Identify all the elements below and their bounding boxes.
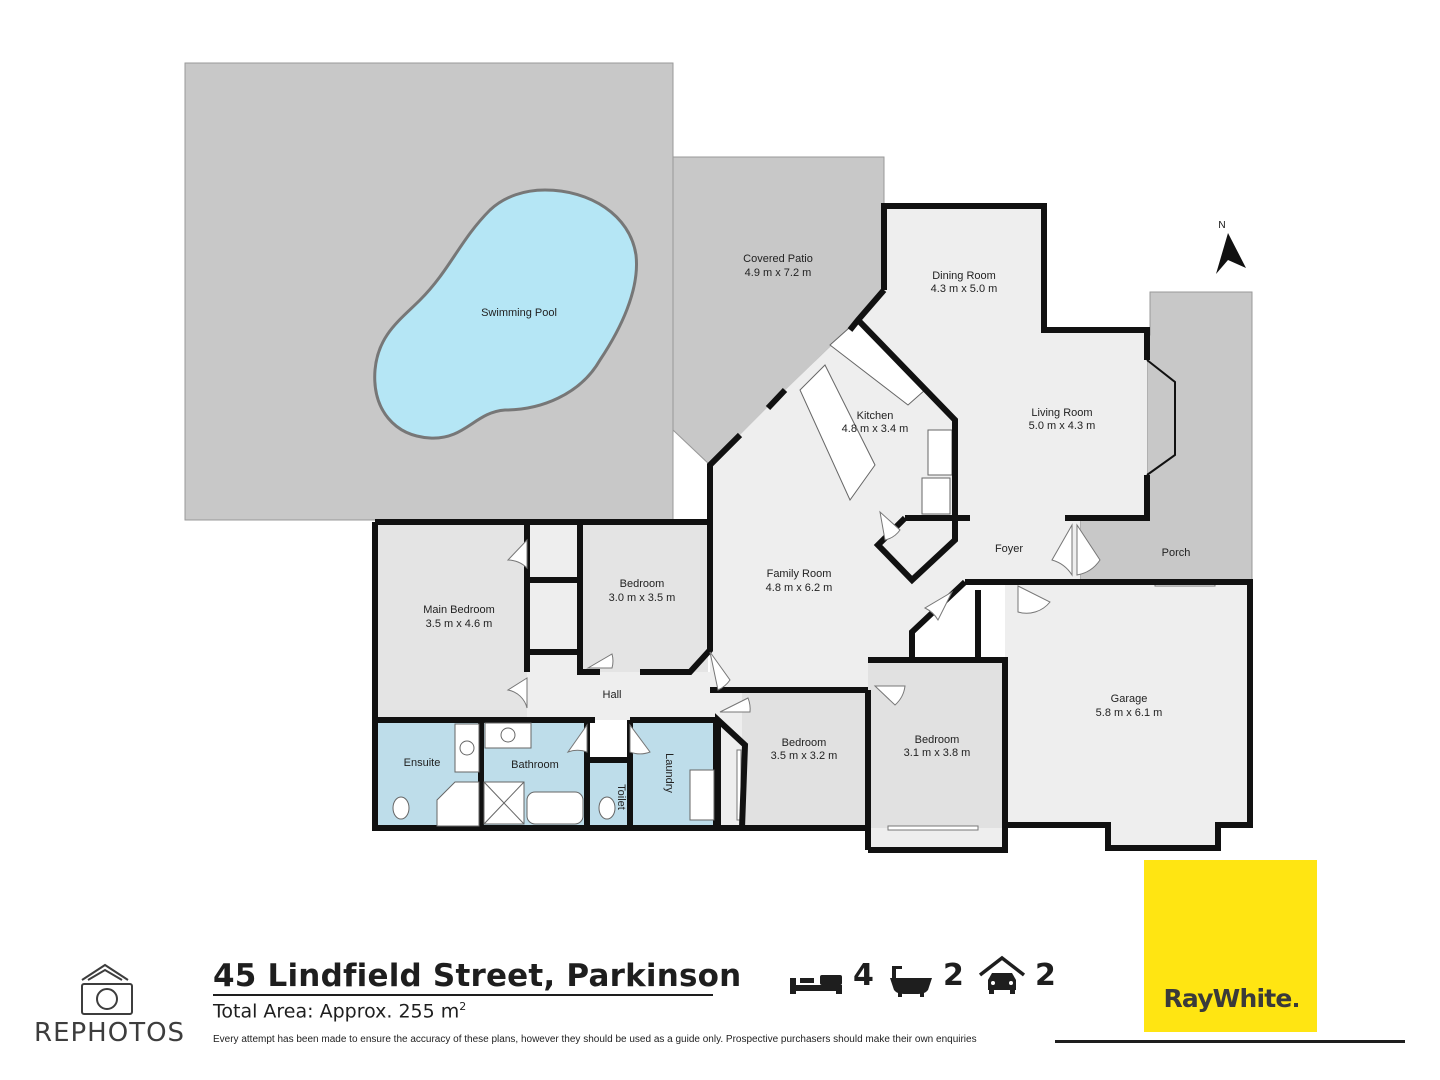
door <box>879 510 901 541</box>
door <box>873 685 906 706</box>
room-dims-garage: 5.8 m x 6.1 m <box>1096 707 1163 719</box>
room-name-family: Family Room <box>767 568 832 580</box>
compass-label: N <box>1218 220 1225 231</box>
room-name-laundry: Laundry <box>663 753 675 793</box>
garage-count: 2 <box>1035 958 1056 993</box>
ensuite-toilet <box>392 796 410 820</box>
room-name-hall: Hall <box>603 689 622 701</box>
room-name-kitchen: Kitchen <box>857 410 894 422</box>
ensuite-vanity <box>454 723 480 773</box>
door <box>566 723 588 754</box>
kitchen-island <box>799 364 876 501</box>
door <box>586 653 614 669</box>
total-area: Total Area: Approx. 255 m2 <box>213 1000 466 1022</box>
shower-cross <box>483 781 525 825</box>
door <box>506 677 528 709</box>
hall-area <box>527 672 717 720</box>
room-name-bedroom4: Bedroom <box>915 734 960 746</box>
room-dims-patio: 4.9 m x 7.2 m <box>745 267 812 279</box>
bathroom-basin <box>500 727 516 743</box>
family-area <box>710 320 1080 690</box>
camera-logo-icon <box>81 963 133 1015</box>
bath-icon <box>890 966 932 997</box>
area-unit-superscript: 2 <box>459 1000 467 1013</box>
room-dims-bedroom2: 3.0 m x 3.5 m <box>609 592 676 604</box>
bathtub <box>526 791 584 825</box>
laundry-tub <box>689 769 715 821</box>
wall <box>372 522 718 831</box>
swimming-pool-shape <box>373 188 639 440</box>
total-area-text: Total Area: Approx. 255 m <box>213 1000 460 1023</box>
room-name-main-bedroom: Main Bedroom <box>423 604 495 616</box>
north-arrow-icon <box>1216 233 1246 274</box>
disclaimer-rule <box>1055 1040 1405 1043</box>
door <box>1017 585 1051 614</box>
wall <box>855 317 958 518</box>
door <box>709 651 731 691</box>
garage-area <box>1005 585 1250 848</box>
property-address: 45 Lindfield Street, Parkinson <box>213 958 742 994</box>
bedroom-count: 4 <box>853 958 874 993</box>
bedroom3-area <box>742 690 868 828</box>
wall <box>881 203 1150 360</box>
door <box>719 697 751 713</box>
wall <box>577 522 600 675</box>
room-name-dining: Dining Room <box>932 270 996 282</box>
room-name-ensuite: Ensuite <box>404 757 441 769</box>
north-compass: N <box>1216 220 1246 274</box>
room-dims-main-bedroom: 3.5 m x 4.6 m <box>426 618 493 630</box>
room-name-living: Living Room <box>1031 407 1092 419</box>
rephotos-logo-text: REPHOTOS <box>34 1018 186 1048</box>
room-name-porch: Porch <box>1162 547 1191 559</box>
wall <box>1146 359 1176 476</box>
room-dims-kitchen: 4.8 m x 3.4 m <box>842 423 909 435</box>
room-name-pool: Swimming Pool <box>481 307 557 319</box>
room-dims-bedroom4: 3.1 m x 3.8 m <box>904 747 971 759</box>
room-dims-dining: 4.3 m x 5.0 m <box>931 283 998 295</box>
raywhite-logo-text: RayWhite <box>1144 984 1317 1013</box>
garage-icon <box>978 955 1026 994</box>
outdoor-areas <box>184 62 1253 583</box>
wall <box>868 579 1253 853</box>
room-name-garage: Garage <box>1111 693 1148 705</box>
room-name-bathroom: Bathroom <box>511 759 559 771</box>
door <box>1076 523 1101 576</box>
main-bedroom-area <box>375 522 527 720</box>
room-dims-bedroom3: 3.5 m x 3.2 m <box>771 750 838 762</box>
bedroom2-area <box>580 522 708 672</box>
ensuite-shower <box>436 781 480 827</box>
room-labels: Swimming Pool Covered Patio 4.9 m x 7.2 … <box>404 253 1191 810</box>
toilet-bowl <box>598 796 616 820</box>
wardrobe-area <box>527 522 580 672</box>
kitchen-pantry <box>927 429 953 476</box>
room-name-bedroom3: Bedroom <box>782 737 827 749</box>
fridge-space <box>921 477 951 515</box>
room-name-foyer: Foyer <box>995 543 1023 555</box>
ensuite-basin <box>459 740 475 756</box>
door <box>923 590 954 622</box>
room-name-patio: Covered Patio <box>743 253 813 265</box>
room-name-toilet: Toilet <box>615 784 627 810</box>
door <box>629 723 651 755</box>
door <box>1051 523 1073 577</box>
window <box>887 825 979 831</box>
wall <box>765 387 788 411</box>
bath-fixtures <box>392 722 715 827</box>
room-dims-family: 4.8 m x 6.2 m <box>766 582 833 594</box>
room-name-bedroom2: Bedroom <box>620 578 665 590</box>
address-underline <box>213 994 713 996</box>
bathroom-count: 2 <box>943 958 964 993</box>
room-dims-living: 5.0 m x 4.3 m <box>1029 420 1096 432</box>
wall <box>640 432 743 675</box>
door <box>506 538 528 570</box>
wall <box>1080 475 1150 521</box>
raywhite-logo: RayWhite <box>1144 860 1317 1032</box>
disclaimer: Every attempt has been made to ensure th… <box>213 1034 977 1045</box>
bed-icon <box>790 975 842 994</box>
doors <box>506 510 1101 755</box>
